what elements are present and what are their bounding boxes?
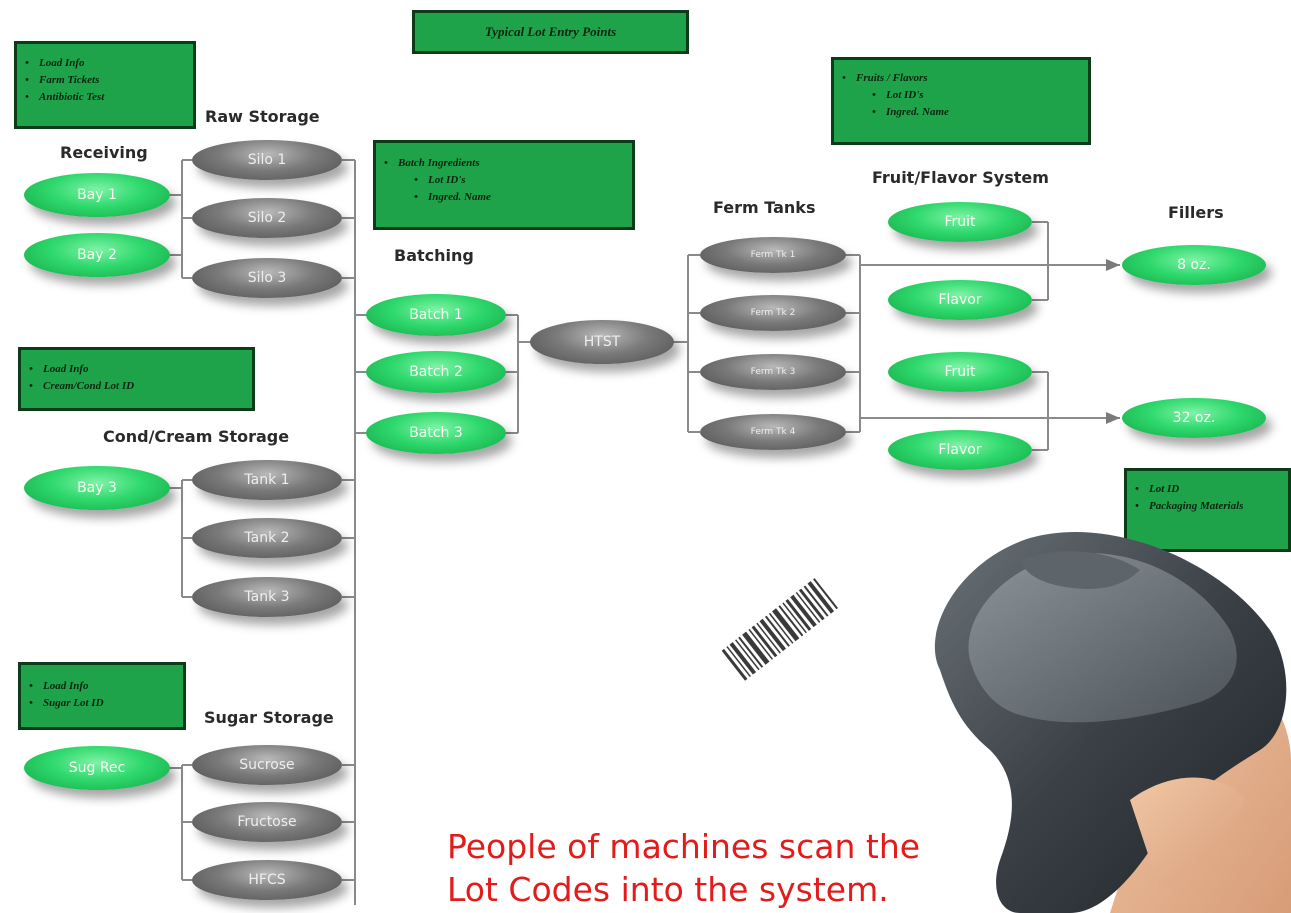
node-label: Bay 1 bbox=[77, 187, 117, 203]
node-fructose: Fructose bbox=[192, 802, 342, 842]
node-label: Batch 3 bbox=[409, 425, 463, 441]
node-label: Flavor bbox=[938, 442, 982, 458]
sugar-info-box: Load Info Sugar Lot ID bbox=[18, 662, 186, 730]
node-label: Sucrose bbox=[239, 757, 295, 773]
node-label: Silo 2 bbox=[247, 210, 287, 226]
node-tank-2: Tank 2 bbox=[192, 518, 342, 558]
caption-line-1: People of machines scan the bbox=[447, 827, 921, 866]
node-label: 32 oz. bbox=[1172, 410, 1216, 426]
fillers-label: Fillers bbox=[1168, 203, 1224, 222]
node-bay-1: Bay 1 bbox=[24, 173, 170, 217]
info-item: Farm Tickets bbox=[17, 72, 193, 89]
node-htst: HTST bbox=[530, 320, 674, 364]
node-32-oz: 32 oz. bbox=[1122, 398, 1266, 438]
cond-cream-storage-label: Cond/Cream Storage bbox=[103, 427, 290, 446]
node-label: Batch 1 bbox=[409, 307, 463, 323]
node-bay-2: Bay 2 bbox=[24, 233, 170, 277]
node-label: Fruit bbox=[944, 214, 976, 230]
node-label: Silo 3 bbox=[247, 270, 287, 286]
node-label: Flavor bbox=[938, 292, 982, 308]
node-label: Silo 1 bbox=[247, 152, 287, 168]
lot-entry-points-title: Typical Lot Entry Points bbox=[412, 10, 689, 54]
node-silo-3: Silo 3 bbox=[192, 258, 342, 298]
lot-entry-points-text: Typical Lot Entry Points bbox=[484, 24, 617, 39]
fruit-flavor-system-label: Fruit/Flavor System bbox=[872, 168, 1049, 187]
node-label: Fructose bbox=[237, 814, 297, 830]
node-ferm-tk-4: Ferm Tk 4 bbox=[700, 414, 846, 450]
node-label: 8 oz. bbox=[1177, 257, 1211, 273]
fillers-info-box: Lot ID Packaging Materials bbox=[1124, 468, 1291, 552]
info-item: Load Info bbox=[21, 361, 252, 378]
info-item: Load Info bbox=[17, 55, 193, 72]
node-8-oz: 8 oz. bbox=[1122, 245, 1266, 285]
node-label: Bay 3 bbox=[77, 480, 117, 496]
node-label: Ferm Tk 2 bbox=[750, 308, 796, 318]
node-tank-3: Tank 3 bbox=[192, 577, 342, 617]
info-item: Antibiotic Test bbox=[17, 89, 193, 106]
node-ferm-tk-1: Ferm Tk 1 bbox=[700, 237, 846, 273]
node-flavor-2: Flavor bbox=[888, 430, 1032, 470]
node-label: Tank 1 bbox=[244, 472, 290, 488]
node-label: Ferm Tk 1 bbox=[750, 250, 796, 260]
caption-line-2: Lot Codes into the system. bbox=[447, 870, 889, 909]
info-item: Batch Ingredients bbox=[376, 155, 632, 172]
node-sug-rec: Sug Rec bbox=[24, 746, 170, 790]
info-subitem: Ingred. Name bbox=[376, 189, 632, 206]
info-subitem: Lot ID's bbox=[834, 87, 1088, 104]
info-item: Fruits / Flavors bbox=[834, 70, 1088, 87]
info-subitem: Lot ID's bbox=[376, 172, 632, 189]
info-item: Lot ID bbox=[1127, 481, 1288, 498]
node-label: HFCS bbox=[248, 872, 286, 888]
node-label: Ferm Tk 4 bbox=[750, 427, 796, 437]
node-label: Tank 2 bbox=[244, 530, 290, 546]
node-batch-2: Batch 2 bbox=[366, 351, 506, 393]
info-subitem: Ingred. Name bbox=[834, 104, 1088, 121]
raw-storage-label: Raw Storage bbox=[205, 107, 320, 126]
node-label: Bay 2 bbox=[77, 247, 117, 263]
node-flavor-1: Flavor bbox=[888, 280, 1032, 320]
node-batch-1: Batch 1 bbox=[366, 294, 506, 336]
cream-info-box: Load Info Cream/Cond Lot ID bbox=[18, 347, 255, 411]
node-silo-1: Silo 1 bbox=[192, 140, 342, 180]
info-item: Cream/Cond Lot ID bbox=[21, 378, 252, 395]
node-ferm-tk-3: Ferm Tk 3 bbox=[700, 354, 846, 390]
caption: People of machines scan the Lot Codes in… bbox=[447, 825, 920, 911]
node-sucrose: Sucrose bbox=[192, 745, 342, 785]
receiving-label: Receiving bbox=[60, 143, 148, 162]
batching-label: Batching bbox=[394, 246, 474, 265]
barcode-scanner-icon bbox=[934, 531, 1291, 913]
sugar-storage-label: Sugar Storage bbox=[204, 708, 334, 727]
batching-info-box: Batch Ingredients Lot ID's Ingred. Name bbox=[373, 140, 635, 230]
info-item: Sugar Lot ID bbox=[21, 695, 183, 712]
ferm-tanks-label: Ferm Tanks bbox=[713, 198, 816, 217]
node-tank-1: Tank 1 bbox=[192, 460, 342, 500]
node-fruit-2: Fruit bbox=[888, 352, 1032, 392]
node-silo-2: Silo 2 bbox=[192, 198, 342, 238]
fruit-info-box: Fruits / Flavors Lot ID's Ingred. Name bbox=[831, 57, 1091, 145]
node-label: HTST bbox=[583, 334, 621, 350]
node-batch-3: Batch 3 bbox=[366, 412, 506, 454]
node-bay-3: Bay 3 bbox=[24, 466, 170, 510]
info-item: Load Info bbox=[21, 678, 183, 695]
node-label: Sug Rec bbox=[68, 760, 126, 776]
barcode-icon bbox=[720, 575, 842, 682]
node-ferm-tk-2: Ferm Tk 2 bbox=[700, 295, 846, 331]
node-fruit-1: Fruit bbox=[888, 202, 1032, 242]
receiving-info-box: Load Info Farm Tickets Antibiotic Test bbox=[14, 41, 196, 129]
node-label: Batch 2 bbox=[409, 364, 463, 380]
node-label: Tank 3 bbox=[244, 589, 290, 605]
node-label: Ferm Tk 3 bbox=[750, 367, 796, 377]
node-label: Fruit bbox=[944, 364, 976, 380]
node-hfcs: HFCS bbox=[192, 860, 342, 900]
info-item: Packaging Materials bbox=[1127, 498, 1249, 515]
